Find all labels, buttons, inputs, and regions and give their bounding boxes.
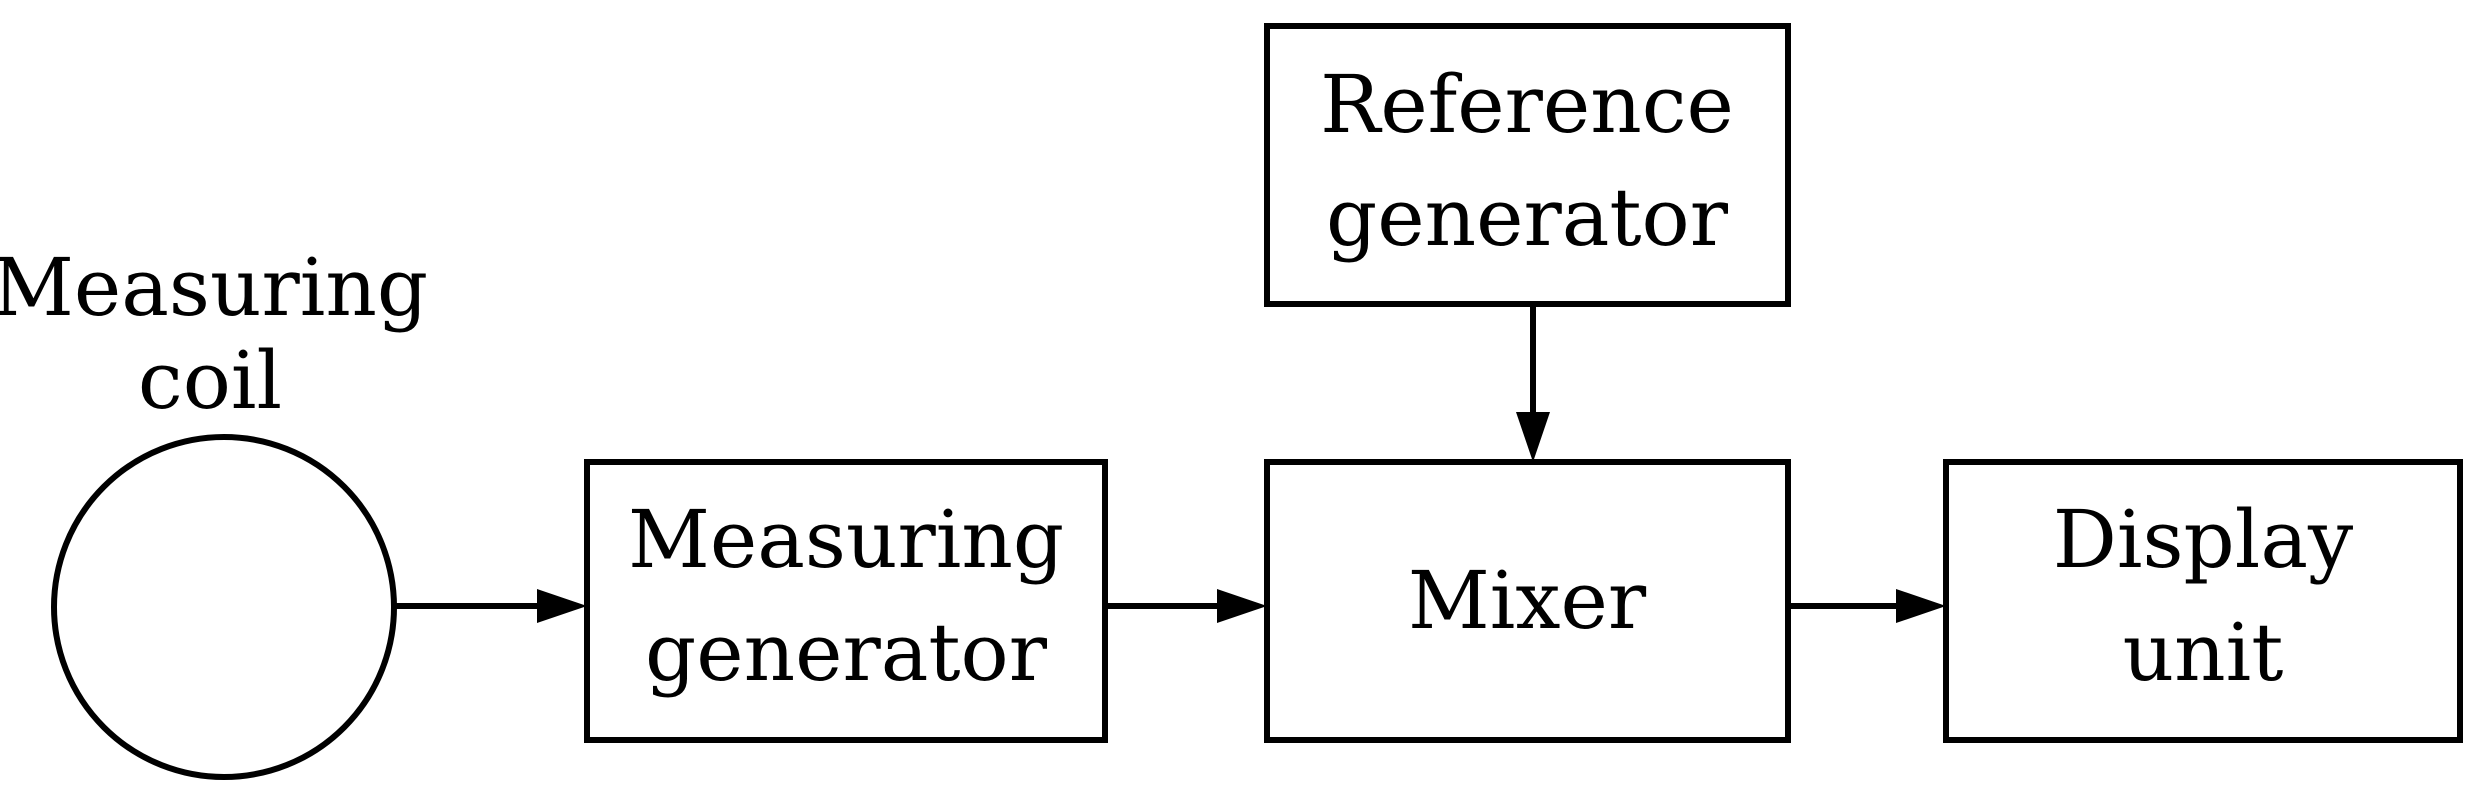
arrowhead-icon <box>1217 589 1267 623</box>
reference-generator-box <box>1264 23 1791 307</box>
measuring-generator-label-line2: generator <box>645 606 1048 699</box>
display-unit-label-line2: unit <box>2123 606 2284 699</box>
arrow-reference-generator-to-mixer <box>1516 304 1550 462</box>
reference-generator-label-line1: Reference <box>1320 58 1734 151</box>
display-unit-label-line1: Display <box>2053 493 2353 586</box>
measuring-generator-label-line1: Measuring <box>628 493 1064 586</box>
measuring-coil-label-line2: coil <box>138 334 282 427</box>
mixer-block: Mixer <box>1264 459 1791 743</box>
coil-circle <box>51 434 397 780</box>
arrowhead-icon <box>1516 412 1550 462</box>
measuring-generator-box <box>584 459 1108 743</box>
measuring-generator-block: Measuring generator <box>584 459 1108 743</box>
arrow-mixer-to-display-unit <box>1788 589 1946 623</box>
measuring-coil: Measuring coil <box>0 241 428 780</box>
arrowhead-icon <box>1896 589 1946 623</box>
mixer-label: Mixer <box>1408 554 1647 647</box>
arrow-coil-to-measuring-generator <box>394 589 587 623</box>
arrow-measuring-generator-to-mixer <box>1105 589 1267 623</box>
display-unit-block: Display unit <box>1943 459 2463 743</box>
reference-generator-block: Reference generator <box>1264 23 1791 307</box>
display-unit-box <box>1943 459 2463 743</box>
reference-generator-label-line2: generator <box>1326 171 1729 264</box>
measuring-coil-label-line1: Measuring <box>0 241 428 334</box>
mixer-box <box>1264 459 1791 743</box>
arrowhead-icon <box>537 589 587 623</box>
